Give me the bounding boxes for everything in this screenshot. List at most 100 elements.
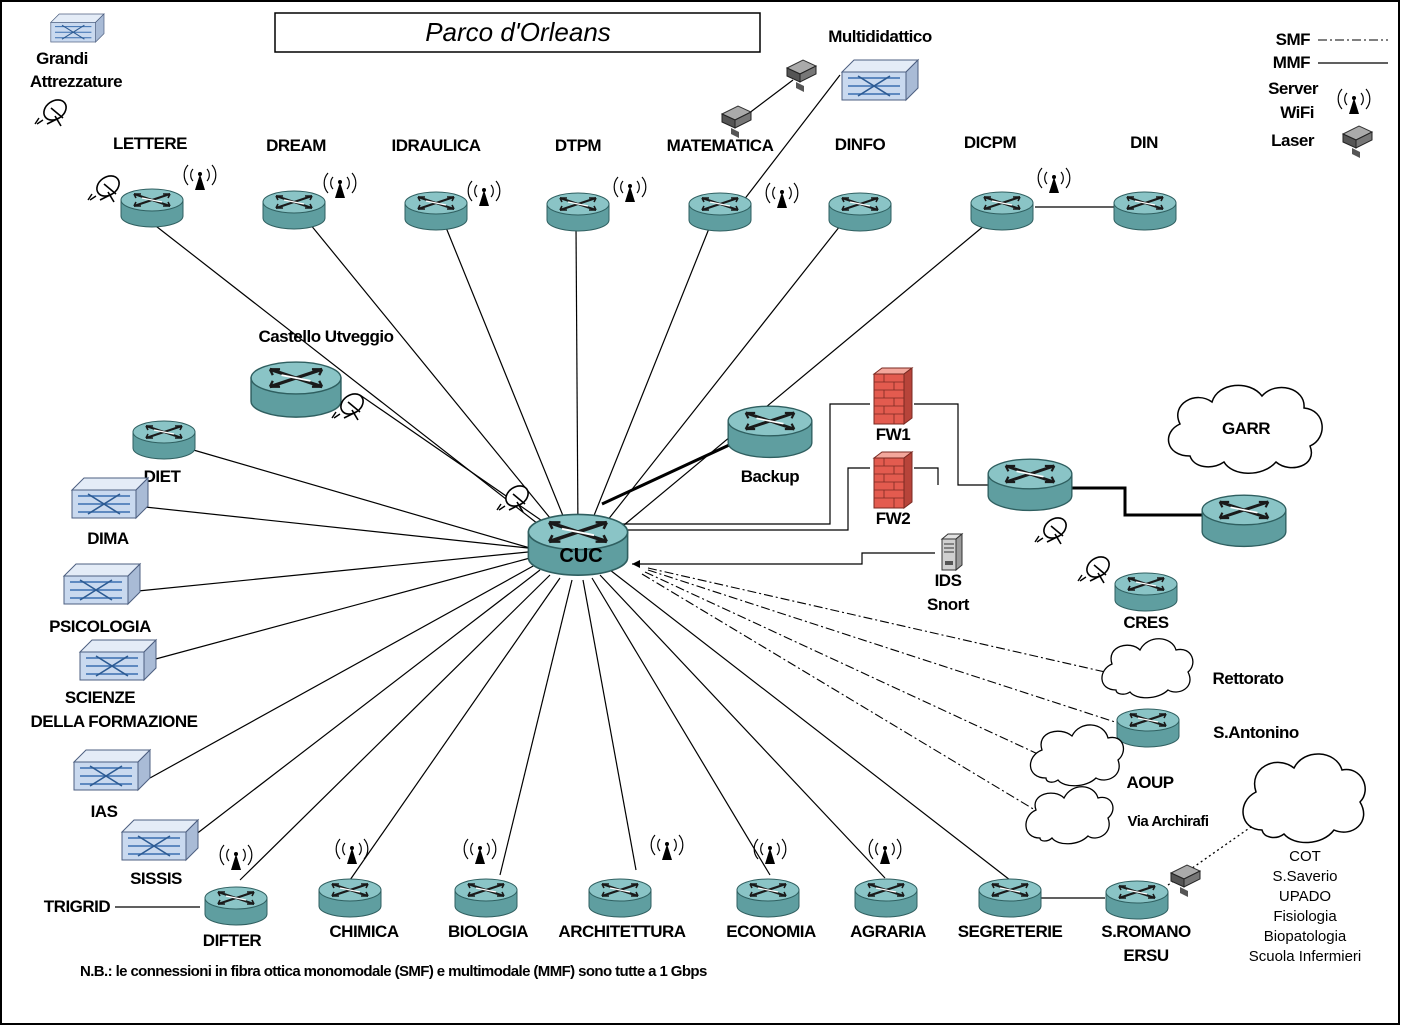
switch-icon [50, 13, 105, 43]
router-icon [249, 360, 343, 419]
node-label-matematica: MATEMATICA [667, 136, 774, 155]
router-icon [453, 877, 519, 919]
link-dicpm [599, 224, 986, 546]
node-label-trigrid: TRIGRID [44, 897, 111, 916]
node-label-dream: DREAM [266, 136, 326, 155]
link-lettere [151, 222, 566, 546]
wifi-antenna-icon [219, 844, 253, 871]
node-label-ias: IAS [91, 802, 118, 821]
switch-icon [79, 639, 157, 681]
wifi-antenna-icon [1037, 167, 1071, 194]
laser-icon [786, 59, 817, 93]
link-difter [239, 574, 551, 881]
bottom-nodes: CHIMICA BIOLOGIA ARCHITETTURA ECONOMIA A… [317, 834, 1201, 965]
cloud-icon [1101, 638, 1194, 699]
router-icon [1113, 571, 1179, 613]
link-psicologia [137, 551, 529, 592]
router-icon [261, 189, 327, 231]
router-icon [969, 190, 1035, 232]
router-icon [1104, 879, 1170, 921]
switch-icon [63, 563, 141, 605]
cres-label: CRES [1123, 613, 1168, 632]
remote-site-2: UPADO [1279, 888, 1331, 905]
wifi-antenna-icon [467, 180, 501, 207]
garr-label: GARR [1222, 419, 1270, 438]
top-nodes: LETTERE DREAM IDRAULICA DTPM MATEMATICA … [87, 133, 1178, 233]
switch-icon [121, 819, 199, 861]
link-ids [632, 552, 935, 565]
cuc-label: CUC [559, 545, 602, 567]
link-diet [189, 448, 531, 549]
wifi-antenna-icon [183, 164, 217, 191]
link-dima [144, 506, 529, 549]
link-sissis [194, 569, 541, 836]
castello-utveggio-label: Castello Utveggio [258, 327, 393, 346]
wifi-antenna-icon [753, 838, 787, 865]
firewall-icon [873, 367, 913, 425]
router-icon [1115, 707, 1181, 749]
node-label-sissis: SISSIS [130, 869, 182, 888]
node-label-agraria: AGRARIA [850, 922, 926, 941]
link-architettura [582, 579, 637, 871]
router-icon [131, 419, 197, 461]
link-cuc-fw2 [610, 467, 870, 531]
link-matematica [584, 225, 711, 539]
node-label-segreterie: SEGRETERIE [958, 922, 1063, 941]
ids-label-2: Snort [927, 595, 970, 614]
laser-icon [721, 105, 752, 139]
router-icon [203, 885, 269, 927]
santonino-label: S.Antonino [1213, 723, 1299, 742]
node-label-psicologia: PSICOLOGIA [49, 617, 151, 636]
ids-arrow [632, 560, 640, 568]
link-santonino [647, 569, 1116, 723]
link-multididattico [739, 74, 841, 206]
router-icon [587, 877, 653, 919]
node-label-sromano-2: ERSU [1123, 946, 1168, 965]
link-idraulica [444, 224, 573, 539]
page-title: Parco d'Orleans [425, 17, 611, 47]
footnote: N.B.: le connessioni in fibra ottica mon… [80, 963, 707, 980]
switch-icon [71, 477, 149, 519]
router-icon [827, 191, 893, 233]
router-icon [986, 457, 1074, 512]
wifi-antenna-icon [613, 176, 647, 203]
aoup-label: AOUP [1126, 773, 1173, 792]
node-label-biologia: BIOLOGIA [448, 922, 528, 941]
link-ias [149, 564, 536, 779]
switch-icon [73, 749, 151, 791]
wifi-antenna-icon [463, 838, 497, 865]
link-cuc-fw1 [610, 403, 870, 525]
link-dtpm [575, 225, 579, 536]
link-scienze [151, 557, 531, 661]
node-label-dinfo: DINFO [835, 135, 886, 154]
router-icon [977, 877, 1043, 919]
legend-laser-icon [1342, 125, 1373, 159]
legend-mmf-label: MMF [1273, 53, 1310, 72]
node-label-dicpm: DICPM [964, 133, 1017, 152]
links [115, 74, 1269, 908]
link-agraria [599, 574, 886, 879]
cloud-icon [1025, 786, 1114, 845]
legend-server-label: Server [1268, 79, 1319, 98]
node-label-scienze-2: DELLA FORMAZIONE [30, 712, 197, 731]
node-label-dima: DIMA [87, 529, 129, 548]
link-dream [309, 223, 569, 541]
remote-site-5: Scuola Infermieri [1249, 948, 1362, 965]
switch-icon [841, 59, 919, 101]
right-nodes: GARR CRES Rettorato S.Antonino AOUP Via … [986, 384, 1366, 965]
wifi-antenna-icon [765, 182, 799, 209]
node-label-chimica: CHIMICA [329, 922, 398, 941]
satellite-dish-icon [1034, 512, 1071, 545]
link-chimica [349, 577, 561, 881]
rettorato-label: Rettorato [1212, 669, 1283, 688]
fw1-label: FW1 [876, 425, 910, 444]
grandi-attrezzature-line1: Grandi [36, 49, 88, 68]
link-rettorato [647, 567, 1106, 673]
router-icon [1200, 493, 1288, 548]
fw2-label: FW2 [876, 509, 910, 528]
remote-site-0: COT [1289, 848, 1321, 865]
node-label-scienze-1: SCIENZE [65, 688, 135, 707]
